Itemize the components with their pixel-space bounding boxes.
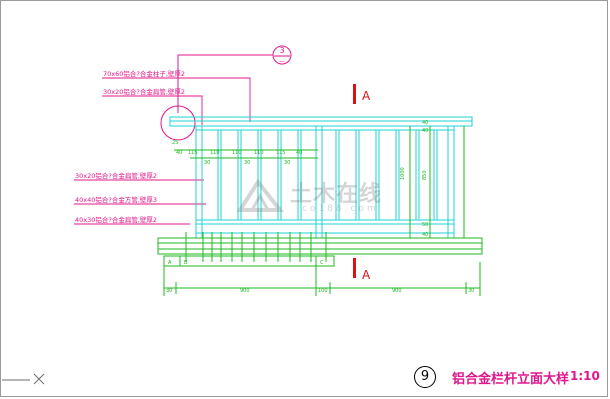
dim-text: 900 (392, 288, 402, 294)
title-text: 铝合金栏杆立面大样 (452, 372, 570, 387)
callout-text-3: 30x20铝合?合金扁管,壁厚2 (75, 171, 157, 180)
section-mark-top: A (362, 89, 371, 103)
dim-text: 50 (422, 222, 428, 228)
section-bar-top (353, 84, 356, 104)
dim-text: C (320, 260, 324, 266)
leader-1 (102, 77, 251, 122)
title-scale: 1:10 (570, 369, 600, 383)
watermark-main: 土木在线 (290, 182, 383, 207)
dim-text: 30 (284, 160, 290, 166)
dim-text: 40 (422, 128, 428, 134)
base-slab (157, 126, 483, 296)
post-right (447, 125, 455, 239)
dim-text: A (168, 260, 172, 266)
dim-text: 110 (210, 150, 220, 156)
callout-text-5: 40x30铝合?合金扁管,壁厚2 (75, 215, 157, 224)
section-mark-bottom: A (362, 268, 371, 282)
dim-text: 115 (188, 150, 198, 156)
dim-text: 40 (296, 150, 302, 156)
dim-text: 40 (422, 120, 428, 126)
detail-circle (160, 105, 196, 141)
watermark-sub: co188.com (302, 204, 379, 214)
dim-text: 900 (240, 288, 250, 294)
grid-strip (163, 255, 335, 267)
dim-text: B (184, 260, 188, 266)
dim-text: 30 (468, 288, 474, 294)
top-rail (195, 125, 455, 131)
section-markers (353, 84, 356, 278)
dim-text: 115 (276, 150, 286, 156)
dim-text: 110 (254, 150, 264, 156)
callout-text-4: 40x40铝合?合金方管,壁厚3 (75, 195, 157, 204)
dim-text: 100 (318, 288, 328, 294)
dim-text: 30 (244, 160, 250, 166)
dim-text: 40 (176, 150, 182, 156)
watermark-logo-icon (236, 178, 284, 212)
post-left (195, 125, 203, 239)
callout-text-1: 70x60铝合?合金柱子,壁厚2 (103, 69, 185, 78)
detail-mark-sub: — (279, 58, 285, 65)
dim-text: 1000 (400, 167, 406, 180)
slab-outline (157, 237, 483, 255)
detail-mark-number: 3 (279, 46, 284, 55)
dim-text: 40 (422, 232, 428, 238)
callout-leaders (74, 77, 251, 225)
dim-text: 30 (166, 288, 172, 294)
detail-callout (160, 45, 292, 141)
leader-2 (102, 95, 203, 125)
dim-text: 30 (204, 160, 210, 166)
section-bar-bottom (353, 258, 356, 278)
watermark: 土木在线 co188.com (236, 176, 416, 220)
dim-text: 110 (232, 150, 242, 156)
drawing-title-block: 9 铝合金栏杆立面大样 1:10 (414, 362, 604, 390)
dimension-labels: 40 115 110 110 110 115 40 30 30 30 25 40… (166, 120, 474, 294)
dim-text: 25 (172, 140, 178, 146)
title-number: 9 (414, 366, 436, 388)
callout-text-2: 30x20铝合?合金扁管,壁厚2 (103, 87, 185, 96)
bottom-rail (195, 219, 455, 225)
dim-text: 850 (422, 170, 428, 180)
